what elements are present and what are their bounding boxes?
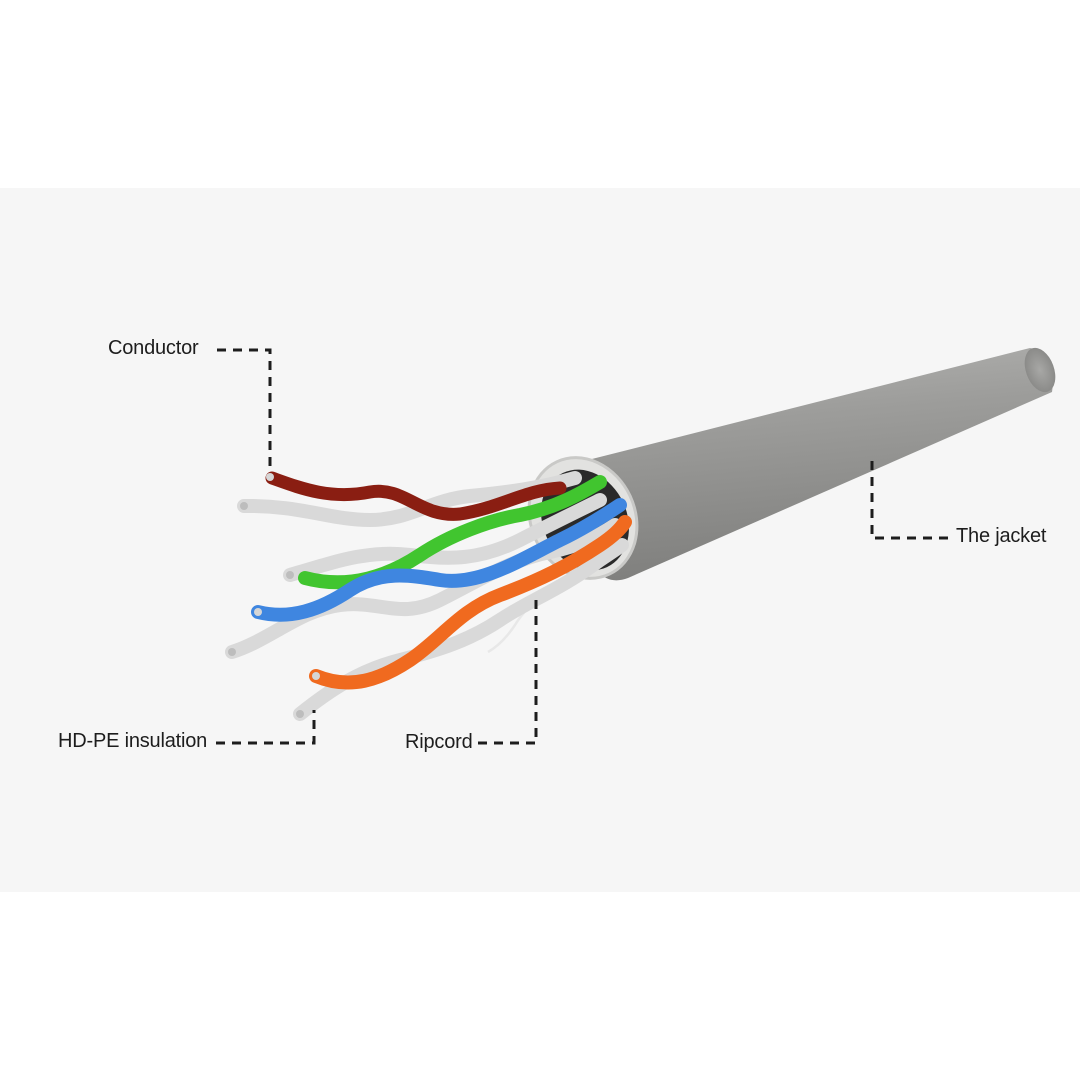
jacket-leader-line: [870, 455, 948, 540]
ripcord-label: Ripcord: [405, 731, 473, 753]
ripcord-leader-line: [478, 598, 538, 745]
blue-twisted-pair: [225, 498, 627, 659]
insulation-label: HD-PE insulation: [58, 730, 208, 752]
brown-twisted-pair: [237, 471, 582, 528]
conductor-leader-line: [217, 348, 272, 470]
jacket-label: The jacket: [956, 525, 1047, 547]
orange-twisted-pair: [293, 515, 632, 721]
conductor-label: Conductor: [108, 337, 199, 359]
insulation-leader-line: [216, 710, 316, 745]
